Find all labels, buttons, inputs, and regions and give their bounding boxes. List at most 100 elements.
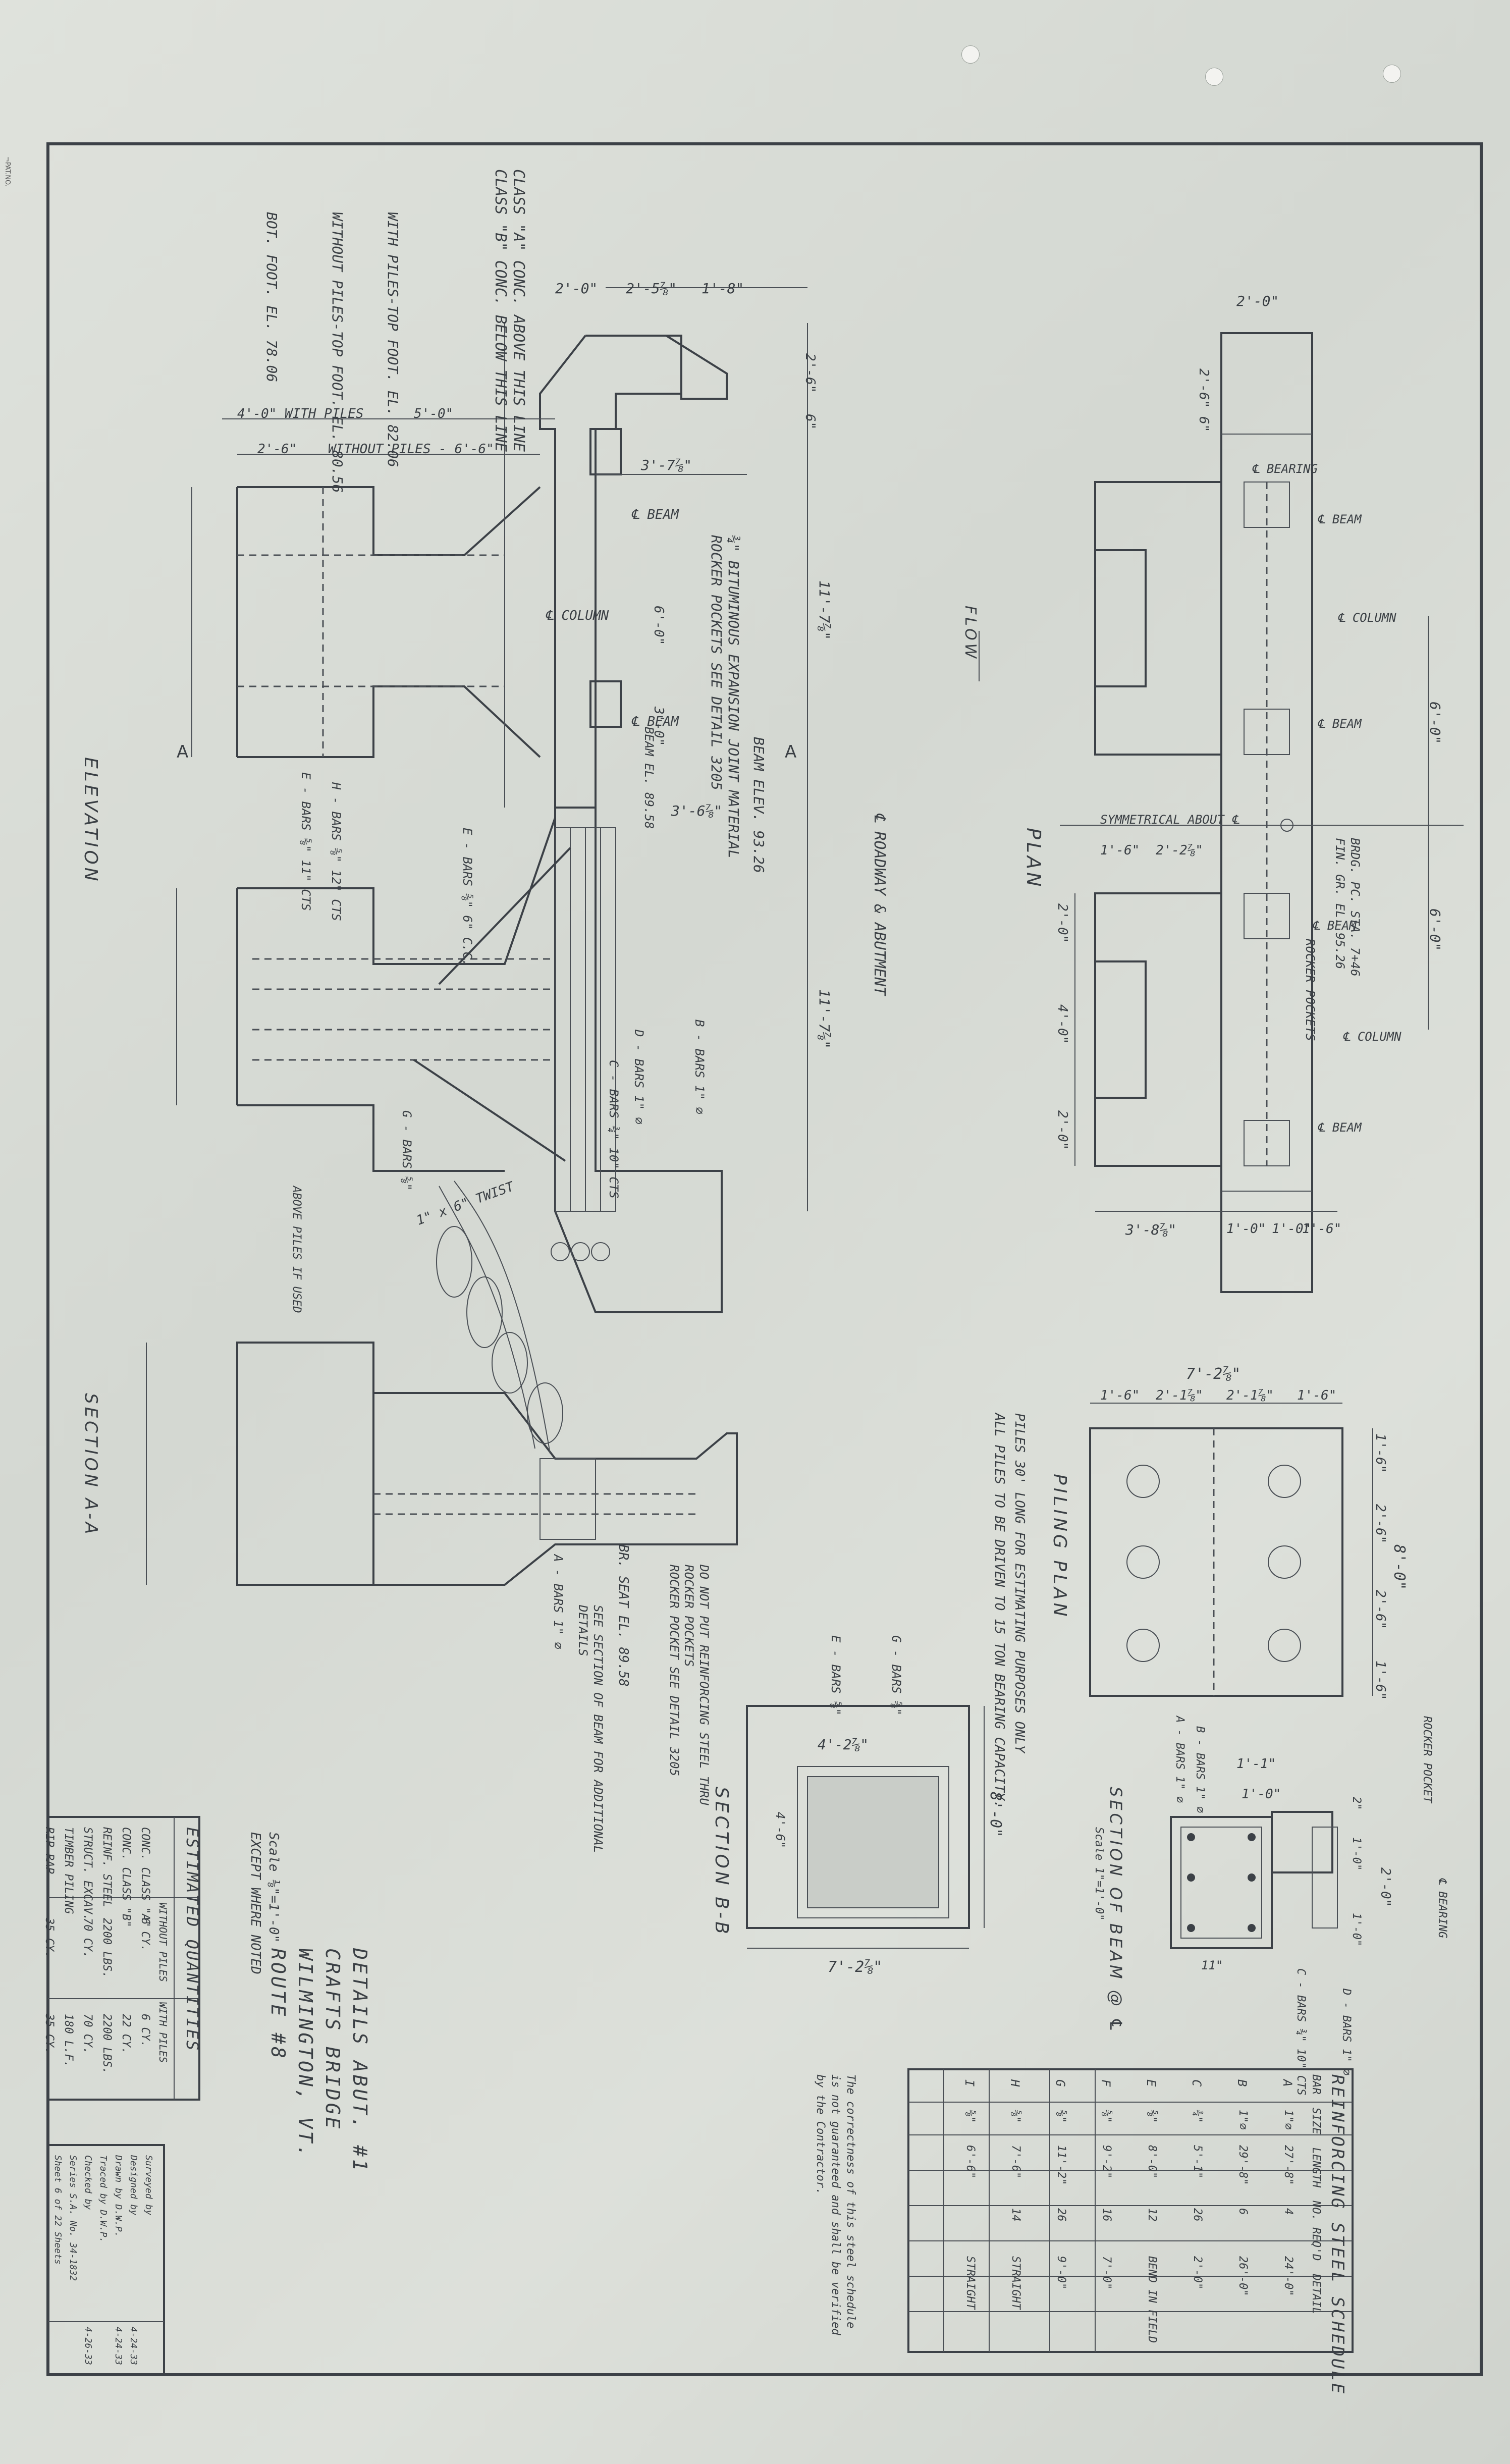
header-no-reqd: NO. REQ'D bbox=[1310, 2201, 1322, 2261]
section-bb-title: SECTION B-B bbox=[711, 1787, 732, 1937]
plan-dim-3-8: 3'-8⅞" bbox=[1125, 1221, 1177, 1238]
note-class-a: CLASS "A" CONC. ABOVE THIS LINE bbox=[510, 169, 527, 452]
schedule-row-no: 4 bbox=[1282, 2208, 1295, 2215]
label-beam-lower: ℄ BEAM bbox=[631, 714, 679, 729]
piling-notes: PILES 30' LONG FOR ESTIMATING PURPOSES O… bbox=[989, 1413, 1030, 1808]
expansion-joint-note: ¾" BITUMINOUS EXPANSION JOINT MATERIAL R… bbox=[708, 535, 742, 859]
signature-row: Sheet 6 of 22 Sheets bbox=[52, 2155, 63, 2265]
section-aa-view bbox=[146, 1181, 738, 1586]
schedule-row-detail: 9'-0" bbox=[1055, 2256, 1067, 2290]
beam-dim-r1: 1'-0" bbox=[1350, 1837, 1363, 1871]
dim-without-piles: WITHOUT PILES - 6'-6" bbox=[328, 442, 494, 457]
plan-dim-1-0-b: 1'-0" bbox=[1272, 1221, 1312, 1237]
section-bb-dim-right: 8'-0" bbox=[987, 1792, 1004, 1838]
elevation-reinforcement bbox=[176, 817, 616, 1261]
signature-row: Drawn by D.W.P. bbox=[113, 2155, 124, 2237]
plan-dim-1-0-a: 1'-0" bbox=[1226, 1221, 1266, 1237]
schedule-row-size: ⅝" bbox=[1009, 2110, 1022, 2123]
plan-dim-left-4-0: 4'-0" bbox=[1055, 1004, 1070, 1044]
title-bridge: CRAFTS BRIDGE bbox=[321, 1948, 344, 2131]
quantity-row-with: 70 CY. bbox=[81, 2014, 94, 2054]
punch-hole bbox=[961, 45, 980, 64]
schedule-row-length: 9'-2" bbox=[1100, 2145, 1113, 2179]
schedule-row-detail: STRAIGHT bbox=[1009, 2256, 1022, 2310]
plan-label-bearing: ℄ BEARING bbox=[1252, 462, 1318, 476]
dim-top-2-0: 2'-0" bbox=[555, 280, 598, 297]
header-bar: BAR bbox=[1310, 2074, 1322, 2095]
header-with-piles: WITH PILES bbox=[157, 2002, 169, 2063]
schedule-row-bar: A bbox=[1280, 2079, 1295, 2087]
schedule-row-length: 5'-1" bbox=[1191, 2145, 1204, 2179]
plan-label-beam-1: ℄ BEAM bbox=[1317, 512, 1362, 526]
schedule-row-detail: BEND IN FIELD bbox=[1146, 2256, 1158, 2343]
quantities-table bbox=[47, 1816, 200, 2101]
quantity-row-without: 2200 LBS. bbox=[100, 1918, 113, 1978]
beam-dim-1-0: 1'-0" bbox=[1242, 1787, 1281, 1802]
quantity-row-with: 6 CY. bbox=[139, 2014, 151, 2048]
schedule-row-size: ¾" bbox=[1191, 2110, 1204, 2123]
quantity-row-item: RIP RAP bbox=[43, 1827, 56, 1874]
dim-5-0: 5'-0" bbox=[414, 406, 454, 421]
piling-dim-r1: 1'-6" bbox=[1373, 1433, 1388, 1473]
elevation-view bbox=[191, 287, 808, 1313]
piling-dim-r5: 1'-6" bbox=[1373, 1660, 1388, 1700]
label-b-bars: B - BARS 1" ⌀ bbox=[692, 1020, 707, 1114]
label-rocker-pocket: ROCKER POCKET bbox=[1421, 1716, 1433, 1803]
signature-row: Designed by bbox=[128, 2155, 139, 2216]
piling-dim-3: 2'-1⅞" bbox=[1226, 1388, 1274, 1403]
steel-schedule-title: REINFORCING STEEL SCHEDULE bbox=[1327, 2074, 1347, 2396]
plan-label-rocker-pockets: ROCKER POCKETS bbox=[1303, 939, 1317, 1041]
schedule-row-no: 16 bbox=[1100, 2208, 1113, 2222]
plan-dim-6-0-lower: 6'-0" bbox=[1427, 908, 1443, 951]
plan-dim-left-2-0-b: 2'-0" bbox=[1055, 1110, 1070, 1150]
piling-dim-2: 2'-1⅞" bbox=[1156, 1388, 1203, 1403]
schedule-row-bar: F bbox=[1099, 2079, 1113, 2087]
schedule-row-no: 26 bbox=[1191, 2208, 1204, 2222]
piling-dim-r3: 8'-0" bbox=[1390, 1544, 1408, 1590]
beam-a-bars: A - BARS 1" ⌀ bbox=[1173, 1716, 1186, 1803]
plan-label-beam-2: ℄ BEAM bbox=[1317, 717, 1362, 731]
quantity-row-item: REINF. STEEL bbox=[100, 1827, 113, 1907]
steel-schedule-header: BAR SIZE LENGTH NO. REQ'D DETAIL bbox=[1310, 2074, 1322, 2314]
note-with-piles: WITH PILES-TOP FOOT. EL. 82.06 bbox=[385, 212, 401, 467]
quantity-row-item: TIMBER PILING bbox=[62, 1827, 75, 1914]
label-c-bars: C - BARS ¾" 10" CTS bbox=[607, 1060, 621, 1199]
punch-hole bbox=[1205, 68, 1223, 86]
schedule-row-size: ⅝" bbox=[964, 2110, 977, 2123]
sheet-border bbox=[46, 142, 1483, 2376]
beam-dim-2-0: 2'-0" bbox=[1378, 1867, 1393, 1907]
label-e-bars-1: E - BARS ⅝" 11" CTS bbox=[299, 772, 313, 911]
piling-plan-view bbox=[1089, 1403, 1373, 1697]
plan-label-station: BRDG. PC. STA. 7+46 FIN. GR. EL. 95.26 bbox=[1333, 838, 1362, 977]
title-block: DETAILS ABUT. #1 CRAFTS BRIDGE WILMINGTO… bbox=[264, 1948, 373, 2173]
schedule-row-bar: H bbox=[1008, 2079, 1022, 2087]
note-bottom-footing: BOT. FOOT. EL. 78.06 bbox=[263, 212, 280, 383]
signature-row-date: 4-26-33 bbox=[83, 2327, 93, 2365]
piling-note-capacity: ALL PILES TO BE DRIVEN TO 15 TON BEARING… bbox=[992, 1413, 1007, 1808]
title-town: WILMINGTON, VT. bbox=[294, 1948, 316, 2160]
plan-label-column-2: ℄ COLUMN bbox=[1342, 1030, 1401, 1044]
section-cut-a-right: A bbox=[785, 742, 797, 762]
header-size: SIZE bbox=[1310, 2107, 1322, 2134]
schedule-row-bar: C bbox=[1190, 2079, 1204, 2087]
label-column: ℄ COLUMN bbox=[545, 608, 609, 623]
schedule-row-detail: 24'-0" bbox=[1282, 2256, 1295, 2296]
schedule-row-detail: 7'-0" bbox=[1100, 2256, 1113, 2290]
quantities-title: ESTIMATED QUANTITIES bbox=[183, 1827, 202, 2052]
flow-arrow-label: FLOW bbox=[961, 606, 979, 662]
schedule-row-length: 11'-2" bbox=[1055, 2145, 1067, 2185]
signature-row-date: 4-24-33 bbox=[128, 2327, 139, 2365]
dim-3-7: 3'-7⅞" bbox=[641, 457, 692, 473]
schedule-row-size: ⅝" bbox=[1100, 2110, 1113, 2123]
quantities-header: WITHOUT PILES WITH PILES bbox=[157, 1903, 169, 2063]
schedule-row-no: 6 bbox=[1236, 2208, 1249, 2215]
label-beam-elev-93: BEAM ELEV. 93.26 bbox=[750, 737, 767, 873]
label-bridge-seat: BR. SEAT EL. 89.58 bbox=[616, 1544, 631, 1687]
beam-d-bars: D - BARS 1" ⌀ bbox=[1340, 1989, 1353, 2076]
dim-with-piles: 4'-0" WITH PILES bbox=[237, 406, 364, 421]
plan-dim-1-6: 1'-6" bbox=[1100, 843, 1140, 858]
schedule-row-length: 6'-6" bbox=[964, 2145, 977, 2179]
plan-title: PLAN bbox=[1022, 828, 1045, 890]
piling-dim-r4: 2'-6" bbox=[1373, 1590, 1388, 1630]
